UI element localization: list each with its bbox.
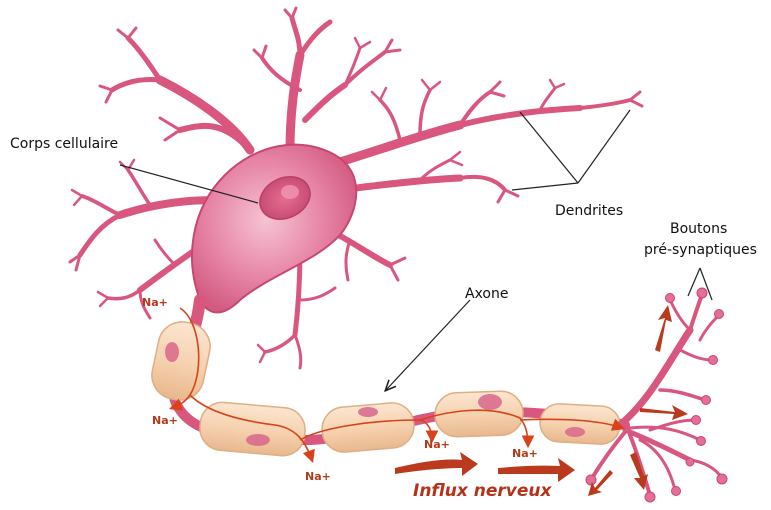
label-dendrites: Dendrites <box>555 203 623 219</box>
axon-terminals <box>592 295 722 495</box>
ion-label: Na+ <box>424 438 450 451</box>
label-corps-cellulaire: Corps cellulaire <box>10 136 118 152</box>
cell-body <box>192 145 356 313</box>
label-axone: Axone <box>465 286 508 302</box>
label-influx-nerveux: Influx nerveux <box>413 481 552 501</box>
ion-label: Na+ <box>305 470 331 483</box>
terminal-boutons <box>586 288 727 502</box>
ion-label: Na+ <box>152 414 178 427</box>
ion-label: Na+ <box>142 296 168 309</box>
label-boutons: Boutons <box>670 221 727 237</box>
ion-label: Na+ <box>512 447 538 460</box>
myelin-sheaths <box>147 317 620 457</box>
label-pre-synaptiques: pré-synaptiques <box>644 242 757 258</box>
